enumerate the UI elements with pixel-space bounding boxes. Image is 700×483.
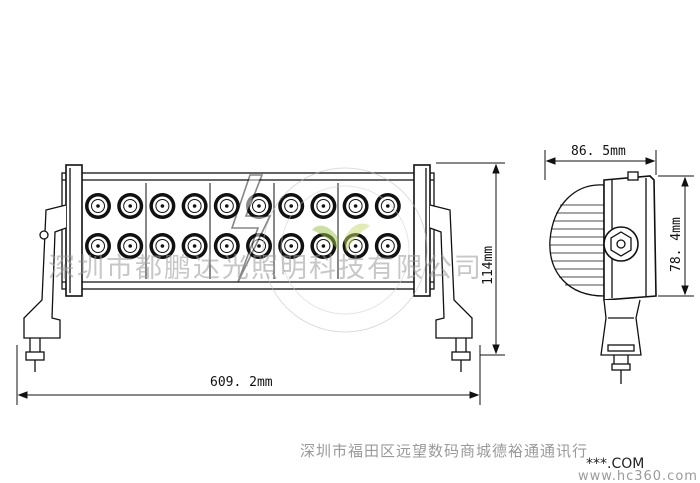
left-mount-bracket (23, 204, 67, 372)
side-lens (549, 184, 605, 297)
led-lens (149, 193, 176, 219)
led-lens (310, 193, 337, 219)
depth-label: 86. 5mm (571, 144, 626, 159)
led-lens (181, 233, 208, 259)
led-lens (85, 193, 111, 219)
led-lens (374, 233, 401, 259)
side-foot (600, 299, 642, 356)
led-lens (213, 193, 240, 219)
watermark-store-line: 深圳市福田区远望数码商城德裕通通讯行 (300, 442, 588, 460)
height-dimension (436, 162, 505, 356)
side-height-label: 78. 4mm (669, 217, 684, 272)
side-height-dimension (658, 175, 694, 297)
watermark-site: ***.COM (586, 456, 644, 472)
led-lens (342, 193, 369, 219)
led-lens (181, 193, 208, 219)
side-view (549, 171, 657, 384)
right-mount-bracket (429, 204, 473, 372)
led-lens (374, 193, 401, 219)
led-lens (85, 233, 111, 259)
led-lens (117, 193, 144, 219)
watermark-site-small: www.hc360.com (578, 469, 698, 483)
height-label: 114mm (481, 246, 496, 285)
depth-dimension (544, 150, 657, 180)
watermark-logo (230, 167, 428, 333)
watermark-company: 深圳市都鹏达光照明科技有限公司 (48, 253, 483, 284)
led-lens (117, 233, 144, 259)
led-lens (149, 233, 176, 259)
length-label: 609. 2mm (210, 375, 273, 390)
led-lens (278, 193, 305, 219)
led-lens (213, 233, 240, 259)
length-dimension (16, 345, 481, 405)
led-lens (278, 233, 305, 259)
